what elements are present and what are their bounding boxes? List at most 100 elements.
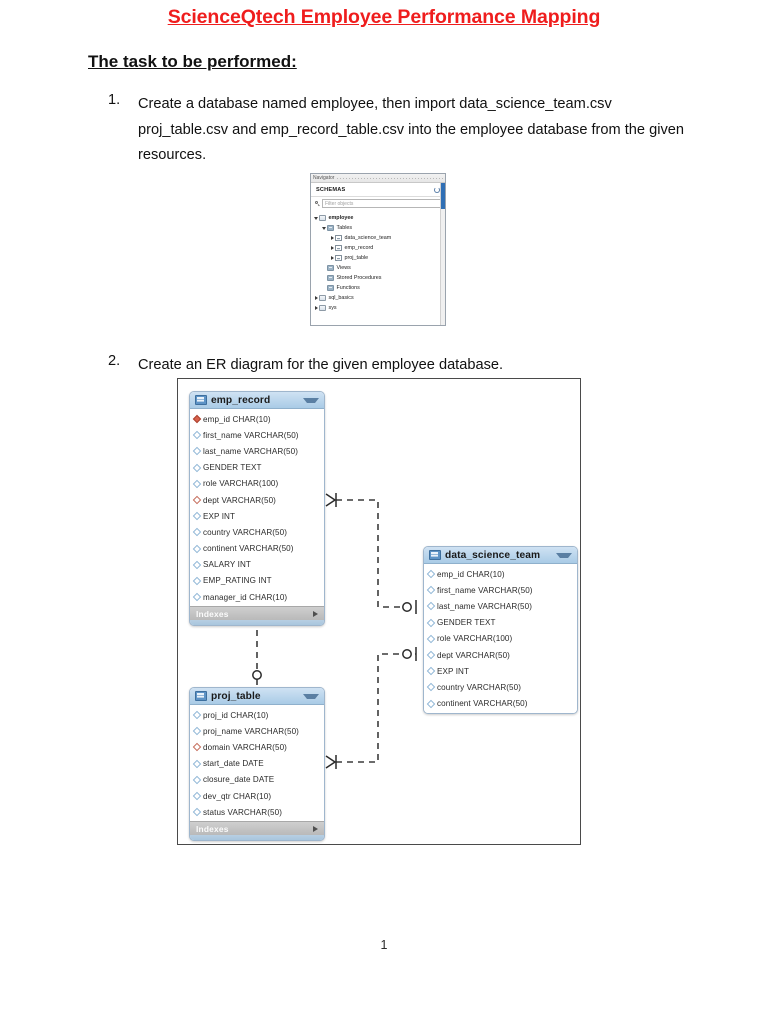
indexes-label: Indexes bbox=[196, 823, 229, 834]
column-icon bbox=[426, 618, 436, 627]
navigator-scrollbar[interactable] bbox=[440, 183, 445, 325]
foreign-key-icon bbox=[192, 495, 202, 505]
tree-node-label: Stored Procedures bbox=[336, 275, 382, 281]
column-icon bbox=[192, 479, 202, 489]
table-icon bbox=[335, 245, 342, 251]
chevron-down-icon[interactable] bbox=[303, 397, 319, 403]
er-column-row: GENDER TEXT bbox=[190, 460, 324, 476]
database-icon bbox=[319, 305, 326, 311]
er-column-label: EMP_RATING INT bbox=[203, 576, 272, 586]
er-table-name: proj_table bbox=[211, 690, 261, 702]
er-column-label: proj_name VARCHAR(50) bbox=[203, 726, 299, 736]
er-column-label: last_name VARCHAR(50) bbox=[203, 446, 299, 456]
er-indexes-bar[interactable]: Indexes bbox=[190, 821, 324, 836]
er-column-row: continent VARCHAR(50) bbox=[424, 696, 577, 712]
column-icon bbox=[192, 463, 202, 472]
tree-node-label: employee bbox=[328, 215, 354, 221]
chevron-right-icon[interactable] bbox=[329, 256, 335, 260]
column-icon bbox=[192, 592, 202, 602]
task-2-text: Create an ER diagram for the given emplo… bbox=[138, 357, 504, 373]
tree-node-employee[interactable]: employee bbox=[311, 213, 445, 223]
tree-node-stored-procedures[interactable]: Stored Procedures bbox=[311, 273, 445, 283]
er-column-row: last_name VARCHAR(50) bbox=[190, 443, 324, 459]
folder-icon bbox=[327, 265, 334, 271]
er-column-label: dept VARCHAR(50) bbox=[437, 650, 510, 660]
er-column-row: continent VARCHAR(50) bbox=[190, 541, 324, 557]
chevron-right-icon[interactable] bbox=[313, 306, 319, 310]
column-icon bbox=[192, 710, 202, 720]
column-icon bbox=[426, 699, 436, 708]
er-column-label: first_name VARCHAR(50) bbox=[437, 585, 533, 595]
er-column-label: continent VARCHAR(50) bbox=[203, 544, 294, 554]
er-column-row: proj_name VARCHAR(50) bbox=[190, 723, 324, 739]
tree-node-sys[interactable]: sys bbox=[311, 303, 445, 313]
er-column-row: SALARY INT bbox=[190, 557, 324, 573]
column-icon bbox=[192, 807, 202, 817]
task-item-2: 2. Create an ER diagram for the given em… bbox=[108, 353, 668, 379]
tree-node-emp-record[interactable]: emp_record bbox=[311, 243, 445, 253]
table-icon bbox=[335, 255, 342, 261]
folder-icon bbox=[327, 275, 334, 281]
column-icon bbox=[426, 683, 436, 692]
chevron-down-icon[interactable] bbox=[313, 216, 319, 220]
er-column-row: first_name VARCHAR(50) bbox=[424, 582, 577, 598]
scrollbar-thumb[interactable] bbox=[441, 183, 445, 209]
er-column-label: EXP INT bbox=[203, 511, 236, 521]
task-item-1: 1. Create a database named employee, the… bbox=[108, 92, 688, 169]
er-column-row: country VARCHAR(50) bbox=[190, 524, 324, 540]
tree-node-views[interactable]: Views bbox=[311, 263, 445, 273]
tree-node-sql-basics[interactable]: sql_basics bbox=[311, 293, 445, 303]
chevron-right-icon[interactable] bbox=[313, 610, 318, 617]
chevron-down-icon[interactable] bbox=[303, 693, 319, 699]
task-1-number: 1. bbox=[108, 92, 121, 108]
er-column-row: EMP_RATING INT bbox=[190, 573, 324, 589]
er-column-label: dev_qtr CHAR(10) bbox=[203, 791, 272, 801]
er-column-label: SALARY INT bbox=[203, 560, 251, 570]
column-icon bbox=[426, 586, 436, 595]
chevron-right-icon[interactable] bbox=[313, 296, 319, 300]
er-column-label: country VARCHAR(50) bbox=[437, 682, 522, 692]
er-column-row: role VARCHAR(100) bbox=[190, 476, 324, 492]
er-column-row: emp_id CHAR(10) bbox=[190, 411, 324, 427]
indexes-label: Indexes bbox=[196, 608, 229, 619]
column-icon bbox=[426, 569, 436, 579]
chevron-right-icon[interactable] bbox=[329, 246, 335, 250]
er-column-label: domain VARCHAR(50) bbox=[203, 742, 287, 752]
chevron-down-icon[interactable] bbox=[556, 552, 572, 558]
column-icon bbox=[192, 511, 202, 521]
refresh-icon[interactable] bbox=[434, 186, 440, 193]
er-column-label: emp_id CHAR(10) bbox=[203, 414, 271, 424]
database-icon bbox=[319, 295, 326, 301]
er-column-label: country VARCHAR(50) bbox=[203, 527, 288, 537]
er-table-header: proj_table bbox=[190, 688, 324, 705]
chevron-down-icon[interactable] bbox=[321, 226, 327, 230]
chevron-right-icon[interactable] bbox=[329, 236, 335, 240]
title-bar-grip bbox=[337, 175, 443, 181]
table-icon bbox=[429, 550, 441, 560]
tree-node-label: data_science_team bbox=[344, 235, 392, 241]
folder-icon bbox=[327, 285, 334, 291]
tree-node-data-science-team[interactable]: data_science_team bbox=[311, 233, 445, 243]
er-table-columns: emp_id CHAR(10)first_name VARCHAR(50)las… bbox=[190, 409, 324, 607]
tree-node-label: sql_basics bbox=[328, 295, 354, 301]
chevron-right-icon[interactable] bbox=[313, 825, 318, 832]
er-table-header: emp_record bbox=[190, 392, 324, 409]
tree-node-proj-table[interactable]: proj_table bbox=[311, 253, 445, 263]
navigator-title: Navigator bbox=[313, 175, 335, 181]
section-heading: The task to be performed: bbox=[88, 52, 297, 71]
primary-key-icon bbox=[192, 414, 202, 424]
tree-node-label: sys bbox=[328, 305, 337, 311]
er-column-row: status VARCHAR(50) bbox=[190, 804, 324, 820]
filter-objects-input[interactable]: Filter objects bbox=[322, 199, 441, 208]
column-icon bbox=[426, 650, 436, 660]
tree-node-tables[interactable]: Tables bbox=[311, 223, 445, 233]
column-icon bbox=[426, 634, 436, 644]
er-column-label: manager_id CHAR(10) bbox=[203, 592, 288, 602]
tree-node-functions[interactable]: Functions bbox=[311, 283, 445, 293]
navigator-title-bar: Navigator bbox=[311, 174, 445, 183]
er-indexes-bar[interactable]: Indexes bbox=[190, 606, 324, 621]
